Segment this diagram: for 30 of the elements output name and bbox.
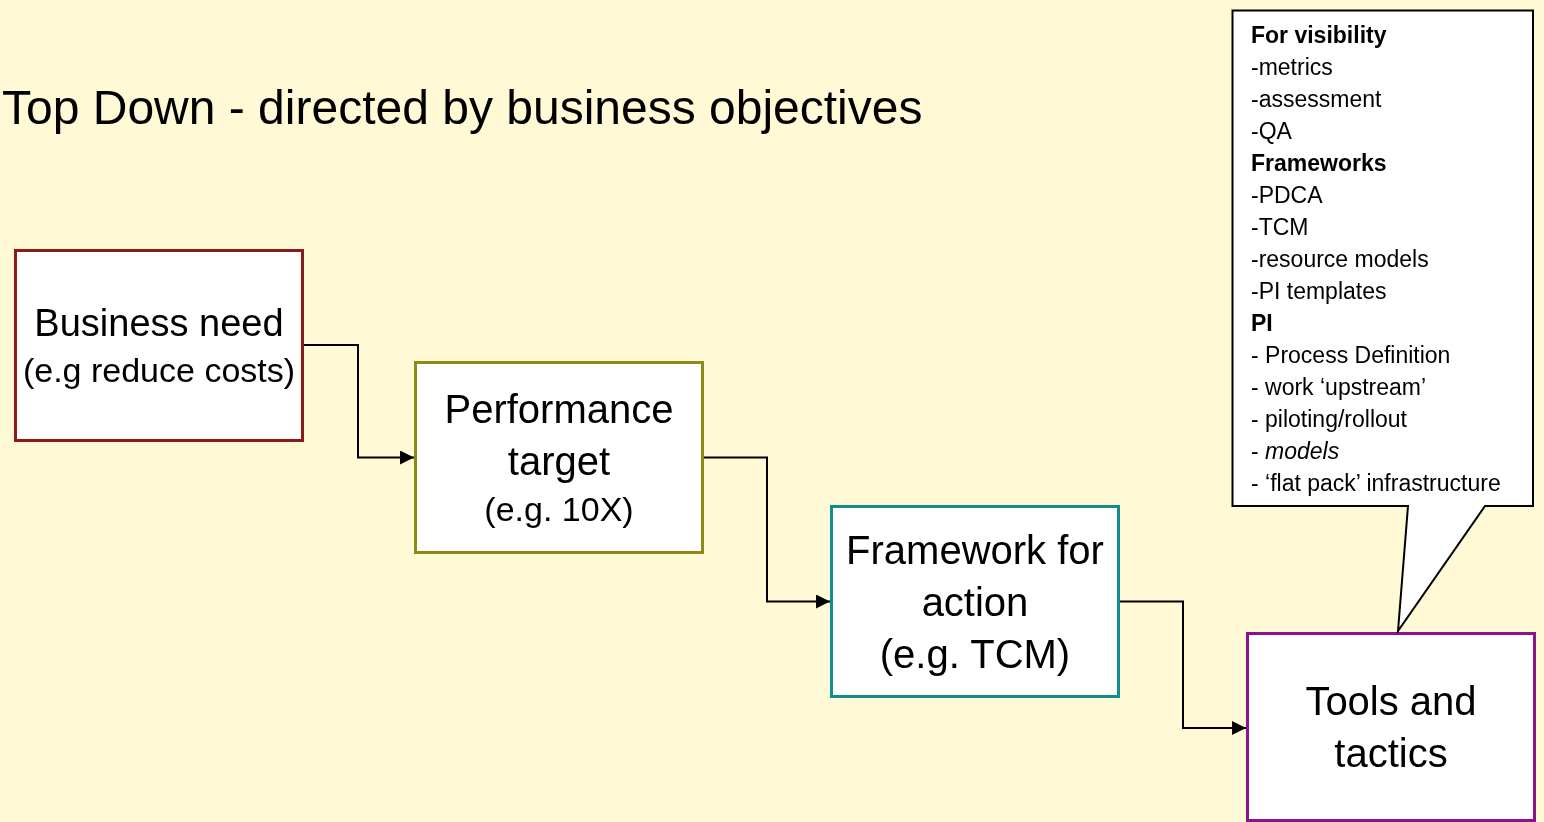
section-heading: Frameworks <box>1251 149 1388 178</box>
list-item: - piloting/rollout <box>1251 405 1408 434</box>
list-item: -QA <box>1251 117 1293 146</box>
list-item: - ‘flat pack’ infrastructure <box>1251 469 1501 498</box>
box-note: (e.g. TCM) <box>879 630 1071 678</box>
list-item: -assessment <box>1251 85 1383 114</box>
diagram-title: Top Down - directed by business objectives <box>2 80 923 135</box>
box-title: Business need <box>34 300 284 346</box>
process-box <box>1246 632 1536 822</box>
box-title: Framework for action <box>845 526 1105 626</box>
box-title: Tools and tactics <box>1304 678 1478 777</box>
arrow <box>703 456 831 609</box>
arrow <box>303 344 415 465</box>
list-item: -metrics <box>1251 53 1334 82</box>
list-item: - work ‘upstream’ <box>1251 373 1428 402</box>
arrow <box>1119 600 1247 735</box>
box-note: (e.g. 10X) <box>484 489 634 531</box>
list-item: - models <box>1251 437 1341 466</box>
process-box <box>414 361 704 554</box>
process-box <box>830 505 1120 698</box>
list-item: - Process Definition <box>1251 341 1452 370</box>
process-box <box>14 249 304 442</box>
list-item: -PDCA <box>1251 181 1324 210</box>
section-heading: PI <box>1251 309 1274 338</box>
list-item: -TCM <box>1251 213 1310 242</box>
list-item: -resource models <box>1251 245 1430 274</box>
box-title: Performance target <box>443 386 675 486</box>
list-item: -PI templates <box>1251 277 1388 306</box>
box-note: (e.g reduce costs) <box>22 350 296 392</box>
section-heading: For visibility <box>1251 21 1388 50</box>
